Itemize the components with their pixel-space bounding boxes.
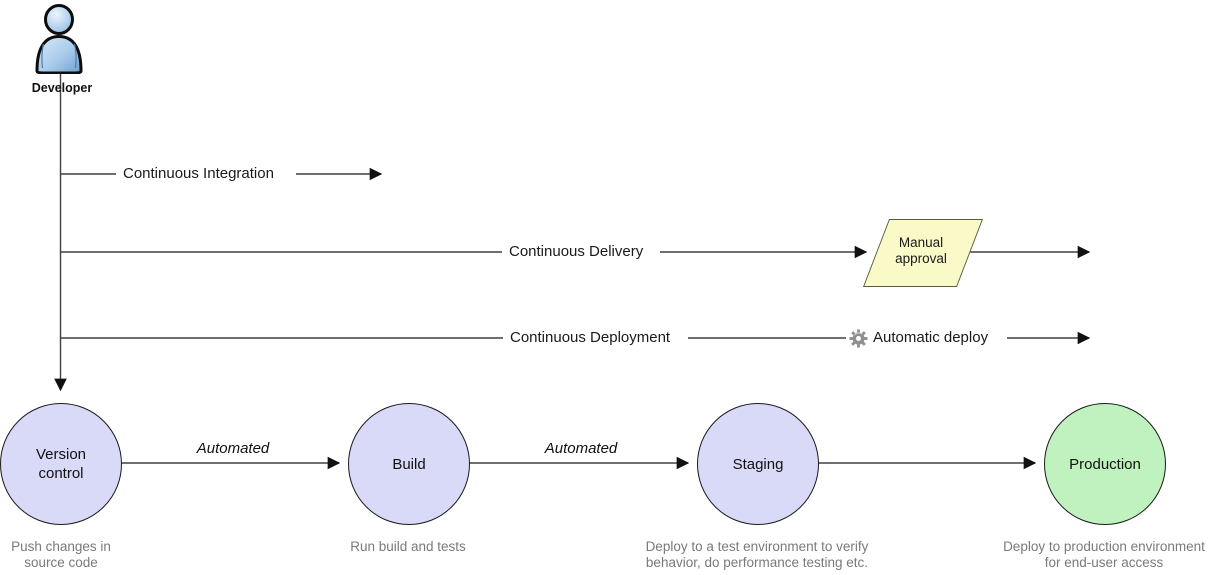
edge-label-automated-1: Automated [196, 440, 270, 457]
caption-build: Run build and tests [350, 539, 466, 554]
continuous-deployment-label: Continuous Deployment [510, 329, 671, 346]
stage-staging: Staging [697, 403, 819, 525]
stage-version-control: Version control [0, 403, 122, 525]
continuous-integration-label: Continuous Integration [123, 165, 274, 182]
developer-label: Developer [31, 81, 93, 95]
manual-approval-label: Manual approval [895, 235, 947, 266]
continuous-delivery-label: Continuous Delivery [509, 243, 644, 260]
stage-production-label: Production [1069, 455, 1141, 473]
gear-icon [849, 329, 868, 348]
developer-icon [35, 4, 83, 74]
stage-build-label: Build [392, 455, 426, 473]
caption-staging: Deploy to a test environment to verify b… [645, 539, 869, 570]
caption-version-control: Push changes in source code [11, 539, 111, 570]
stage-version-control-label: Version control [35, 446, 87, 482]
caption-production: Deploy to production environment for end… [1003, 539, 1205, 570]
edge-label-automated-2: Automated [544, 440, 618, 457]
stage-production: Production [1044, 403, 1166, 525]
stage-build: Build [348, 403, 470, 525]
stage-staging-label: Staging [732, 455, 784, 473]
automatic-deploy-label: Automatic deploy [873, 329, 989, 346]
